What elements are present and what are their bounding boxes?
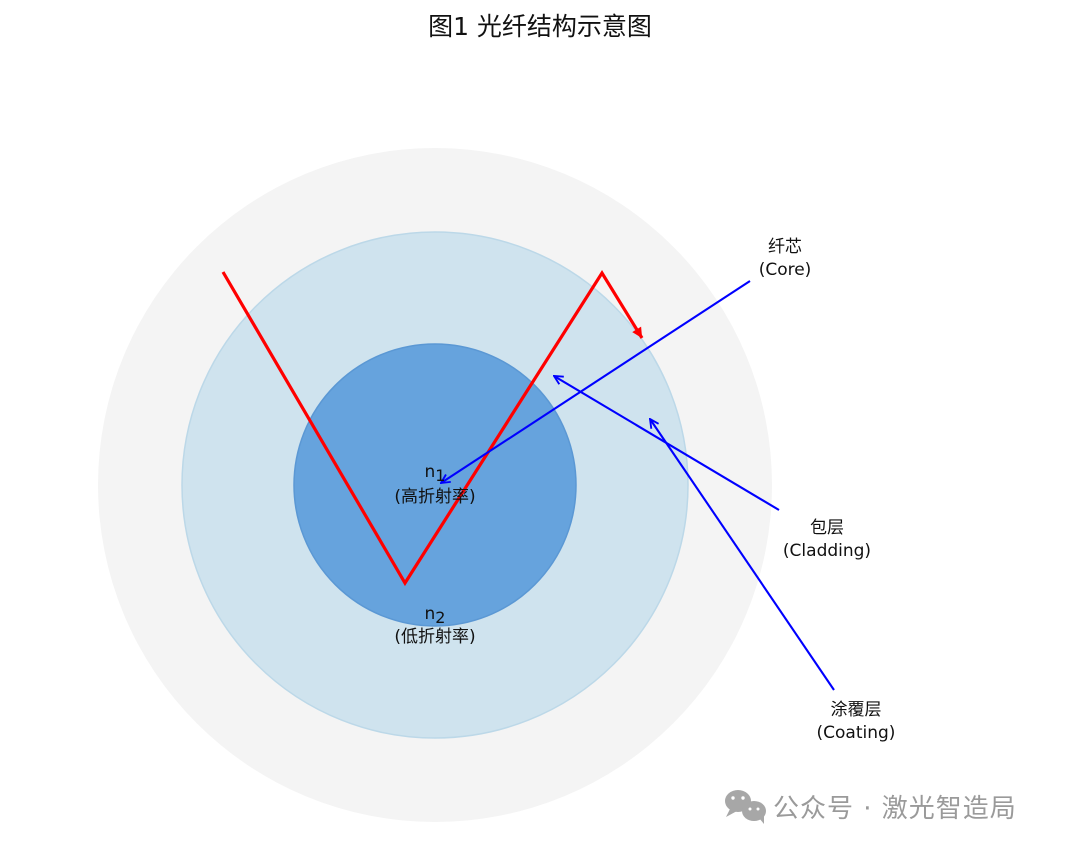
coating-pointer-arrow — [650, 419, 835, 691]
light-ray-path — [221, 269, 644, 587]
core-pointer-arrow — [441, 280, 751, 483]
fiber-core — [293, 343, 577, 627]
cladding-index-subscript: 2 — [435, 608, 445, 627]
core-index-description: (高折射率) — [394, 487, 475, 507]
cladding-index-symbol: n — [425, 604, 436, 624]
watermark-text: 公众号 · 激光智造局 — [773, 794, 1017, 824]
core-index-symbol: n — [425, 462, 436, 482]
core-label-zh: 纤芯 — [768, 237, 802, 257]
cladding-label-zh: 包层 — [810, 518, 844, 538]
cladding-index-label: n2 — [425, 604, 446, 627]
cladding-label-en: (Cladding) — [783, 541, 871, 561]
wechat-icon — [725, 790, 766, 824]
coating-label-en: (Coating) — [817, 723, 896, 743]
core-index-label: n1 — [425, 462, 446, 485]
core-label-en: (Core) — [759, 260, 812, 280]
cladding-index-description: (低折射率) — [394, 627, 475, 647]
coating-label-zh: 涂覆层 — [831, 700, 882, 720]
core-index-subscript: 1 — [435, 466, 445, 485]
figure-title: 图1 光纤结构示意图 — [428, 12, 652, 41]
